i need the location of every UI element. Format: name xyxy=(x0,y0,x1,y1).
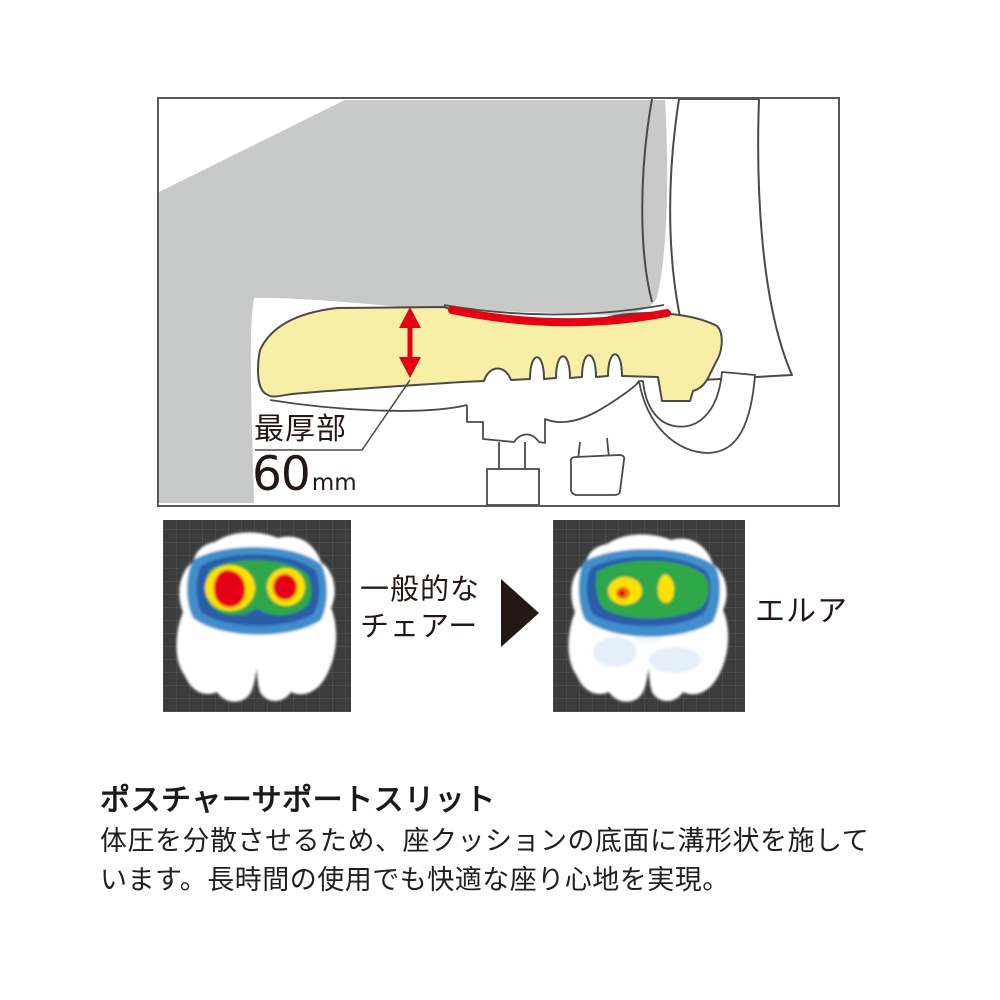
sitting-person-silhouette xyxy=(159,100,668,503)
adjustment-knob xyxy=(569,454,626,496)
chair-illustration xyxy=(159,99,793,505)
leader-line xyxy=(255,379,411,451)
red-highlight-curve xyxy=(448,306,671,327)
seat-top-line xyxy=(443,304,665,316)
generic-chair-caption: 一般的な チェアー xyxy=(360,571,480,645)
pressure-map-generic-chair xyxy=(163,520,351,712)
generic-chair-heatmap xyxy=(176,532,337,702)
cushion-cross-section-diagram: 最厚部 60mm xyxy=(157,97,840,507)
thickness-label: 最厚部 xyxy=(254,412,347,447)
pressure-map-elua-chair xyxy=(553,520,745,712)
thickness-number: 60 xyxy=(252,447,311,502)
cylinder-base xyxy=(486,468,540,505)
generic-chair-caption-line1: 一般的な xyxy=(360,572,481,606)
feature-description: 体圧を分散させるため、座クッションの底面に溝形状を施して います。長時間の使用で… xyxy=(100,822,869,900)
gas-cylinder xyxy=(498,442,526,469)
seat-cushion xyxy=(257,306,723,402)
elua-chair-heatmap xyxy=(568,534,729,702)
elua-chair-caption: エルア xyxy=(755,594,848,629)
feature-heading: ポスチャーサポートスリット xyxy=(100,783,496,818)
thickness-unit: mm xyxy=(311,470,357,496)
generic-chair-caption-line2: チェアー xyxy=(360,609,479,643)
backrest-inner-line xyxy=(641,99,653,303)
backrest-support-arm xyxy=(638,371,756,454)
right-arrow-icon xyxy=(501,579,539,647)
tilt-mechanism xyxy=(466,380,640,444)
feature-description-line2: います。長時間の使用でも快適な座り心地を実現。 xyxy=(100,865,730,896)
feature-description-line1: 体圧を分散させるため、座クッションの底面に溝形状を施して xyxy=(100,826,870,857)
thickness-value: 60mm xyxy=(252,451,357,498)
seat-pan-line xyxy=(269,399,468,412)
thickness-arrow-icon xyxy=(399,307,421,378)
